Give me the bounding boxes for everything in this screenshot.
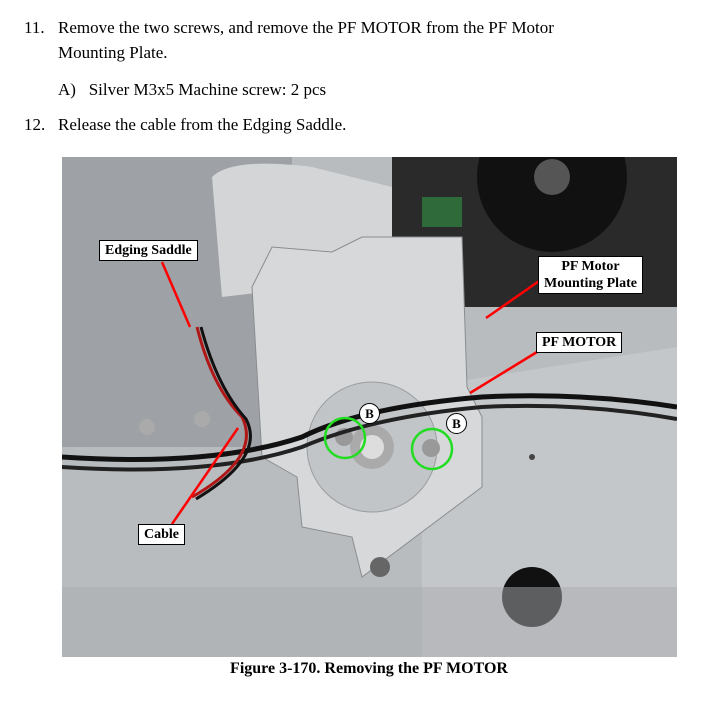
step-11-text: Remove the two screws, and remove the PF…	[58, 18, 554, 37]
screw-b-marker: B	[446, 413, 467, 434]
screw-highlight-circles	[323, 416, 454, 471]
step-12-text: Release the cable from the Edging Saddle…	[58, 115, 347, 134]
label-pf-motor: PF MOTOR	[536, 332, 623, 353]
label-edging-saddle: Edging Saddle	[99, 240, 198, 261]
step-12-number: 12.	[24, 115, 46, 134]
label-cable: Cable	[138, 524, 185, 545]
step-11-text-cont: Mounting Plate.	[58, 43, 168, 62]
arrows	[160, 261, 543, 525]
step-11-number: 11.	[24, 18, 45, 37]
screw-b-marker: B	[359, 403, 380, 424]
figure-photo: Edging Saddle PF Motor Mounting Plate PF…	[62, 157, 677, 657]
label-pf-motor-mounting-plate: PF Motor Mounting Plate	[538, 256, 643, 294]
step-11-substep: A) Silver M3x5 Machine screw: 2 pcs	[58, 80, 327, 99]
figure-caption: Figure 3-170. Removing the PF MOTOR	[230, 660, 508, 677]
label-line: PF Motor	[561, 259, 620, 274]
photo-illustration	[62, 157, 677, 657]
label-line: Mounting Plate	[544, 276, 637, 291]
